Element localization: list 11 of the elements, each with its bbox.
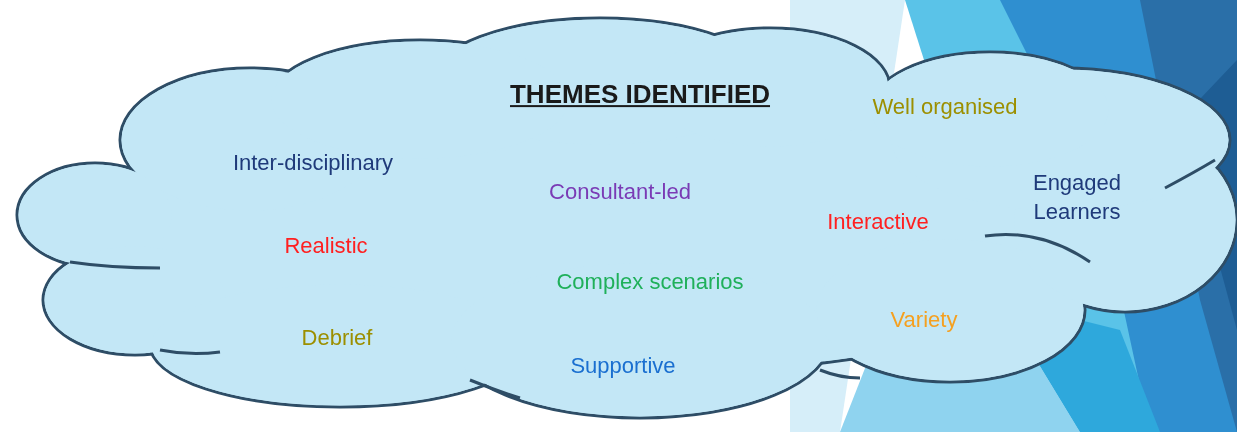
theme-label: Engaged Learners xyxy=(1031,169,1123,226)
theme-label: Interactive xyxy=(827,207,929,236)
theme-label: Debrief xyxy=(301,323,373,352)
theme-label: Inter-disciplinary xyxy=(232,148,394,177)
theme-label: Supportive xyxy=(570,351,676,380)
theme-label: Well organised xyxy=(872,92,1018,121)
theme-label: Variety xyxy=(890,305,958,334)
heading: THEMES IDENTIFIED xyxy=(510,78,770,112)
theme-label: Complex scenarios xyxy=(556,267,744,296)
theme-label: Realistic xyxy=(284,231,368,260)
theme-label: Consultant-led xyxy=(549,177,691,206)
